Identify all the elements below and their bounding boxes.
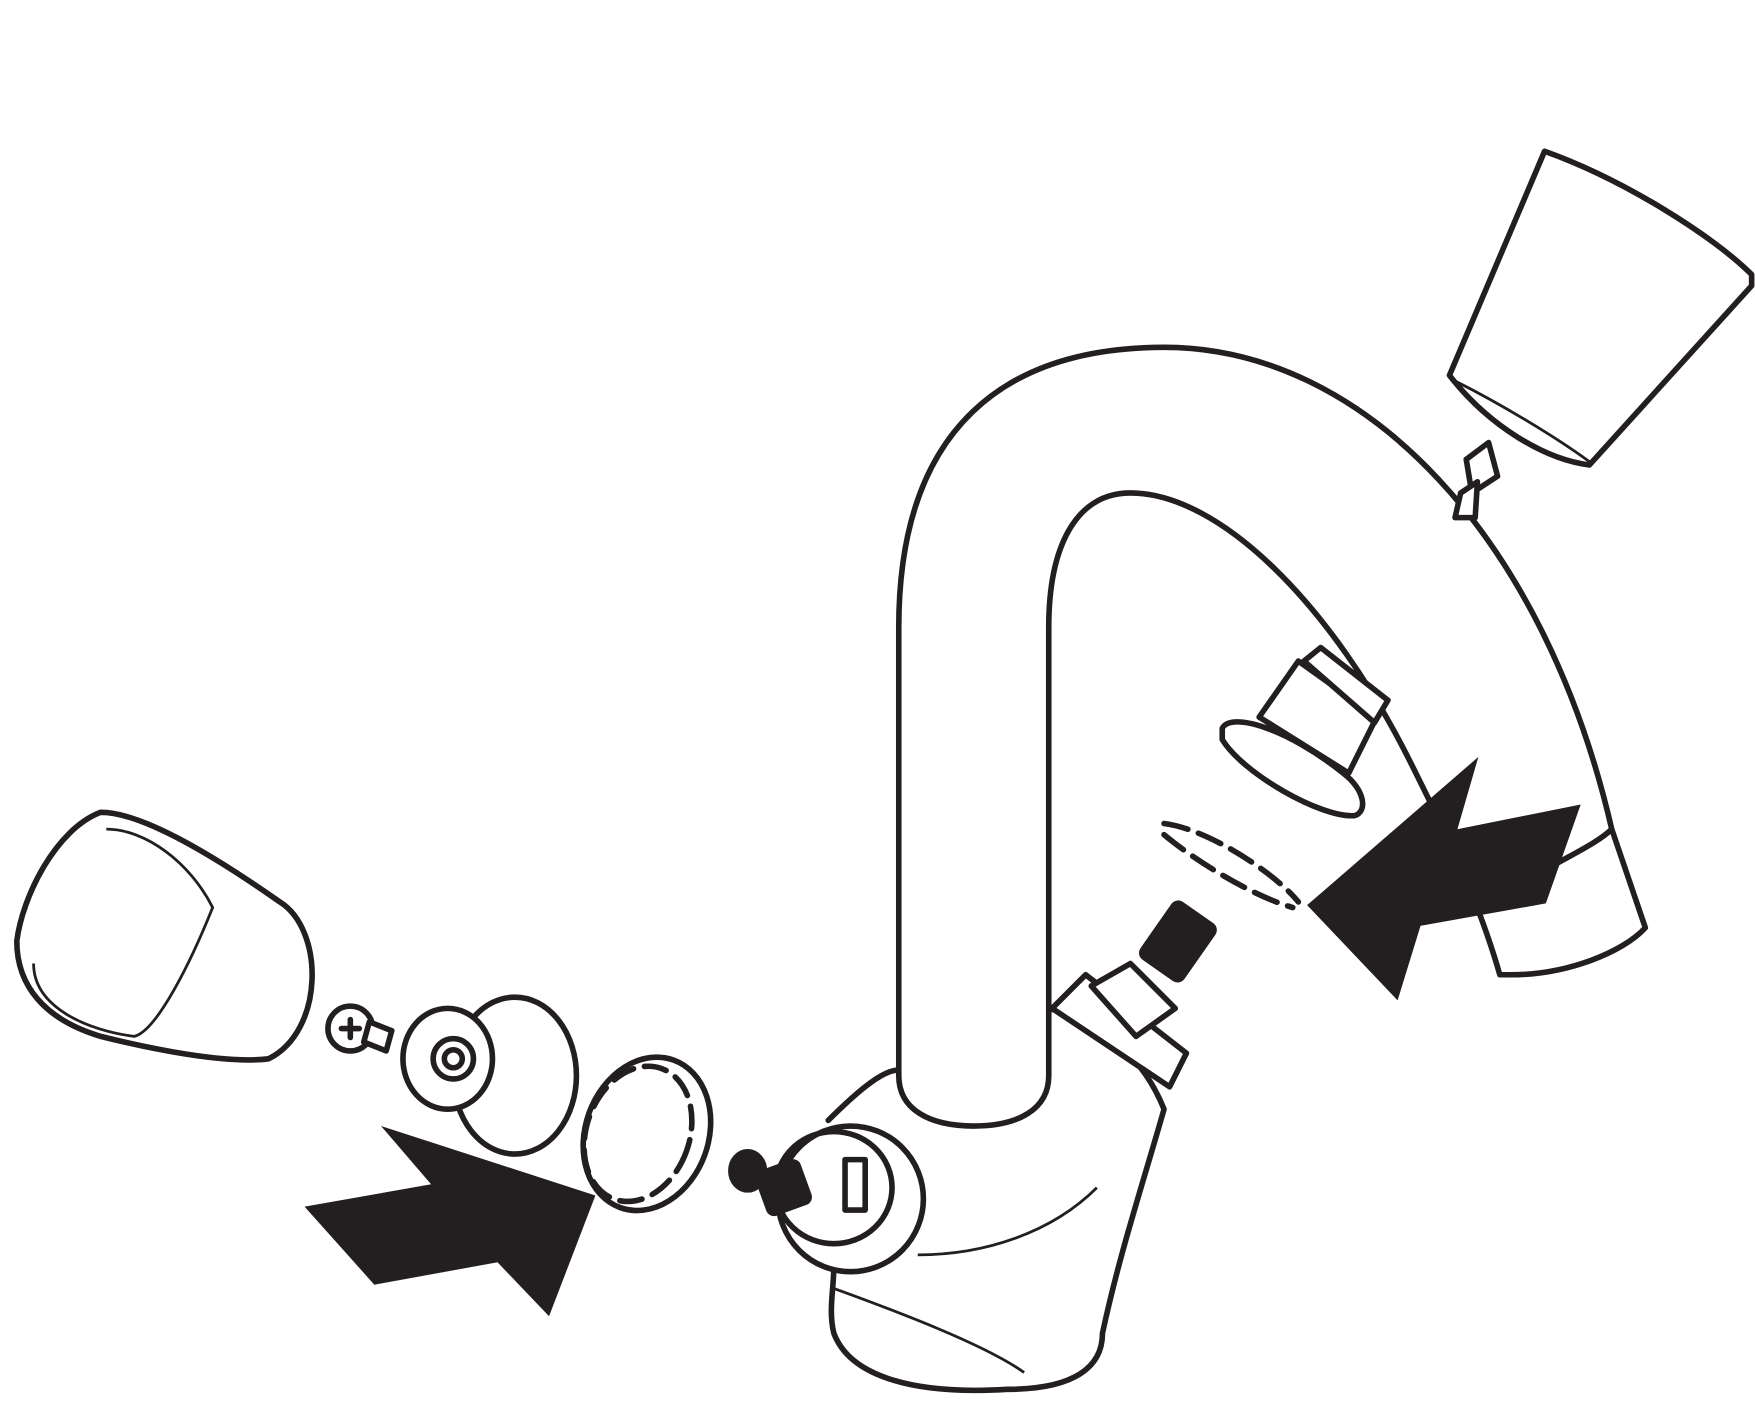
left-cartridge-part xyxy=(400,994,580,1157)
left-valve-cartridge xyxy=(728,1123,927,1275)
left-handle-screw xyxy=(325,1003,395,1054)
left-handle xyxy=(13,809,315,1063)
right-handle-screw xyxy=(1452,439,1501,521)
right-handle xyxy=(1446,148,1755,468)
faucet-spout xyxy=(895,344,1649,1079)
right-arrow xyxy=(1307,756,1581,1001)
faucet-body xyxy=(825,1005,1167,1394)
right-seal-ring xyxy=(1161,820,1302,911)
right-valve-cartridge xyxy=(1049,900,1217,1090)
left-arrow xyxy=(304,1125,596,1317)
right-cartridge-part xyxy=(1219,644,1391,819)
left-seal-ring xyxy=(580,1054,714,1214)
